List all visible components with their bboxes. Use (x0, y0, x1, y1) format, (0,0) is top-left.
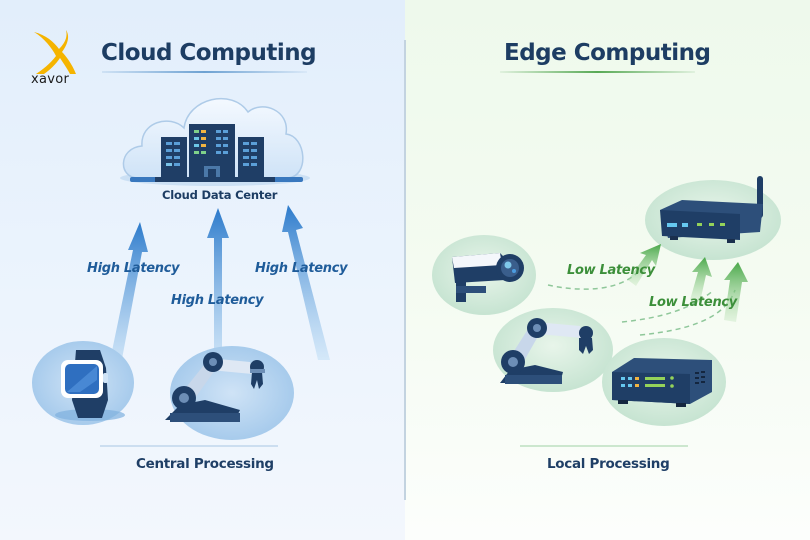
low-latency-label-1: Low Latency (567, 263, 655, 278)
low-latency-arrow-3 (724, 262, 748, 322)
logo-text: xavor (31, 72, 70, 87)
upload-arrow-left (107, 222, 148, 375)
robotic-arm-icon-cloud (165, 346, 294, 440)
low-latency-label-2: Low Latency (649, 295, 737, 310)
xavor-logo-icon (34, 30, 76, 74)
edge-computing-title: Edge Computing (504, 40, 711, 66)
cloud-data-center-label: Cloud Data Center (162, 188, 278, 202)
edge-title-underline (500, 71, 695, 73)
cloud-computing-panel (0, 0, 405, 540)
central-processing-caption: Central Processing (136, 456, 274, 472)
low-latency-arrow-2 (690, 257, 712, 302)
edge-router-icon (645, 176, 781, 260)
high-latency-label-middle: High Latency (171, 293, 264, 308)
local-processing-caption: Local Processing (547, 456, 670, 472)
cloud-computing-title: Cloud Computing (101, 40, 317, 66)
cloud-title-underline (102, 71, 307, 73)
high-latency-label-right: High Latency (255, 261, 348, 276)
low-latency-path-arm (621, 289, 715, 323)
smartwatch-icon (32, 341, 134, 425)
robotic-arm-icon-edge (493, 308, 613, 392)
edge-server-icon (602, 338, 726, 426)
data-center-building-icon (130, 124, 303, 182)
panel-divider (404, 40, 406, 500)
security-camera-icon (432, 235, 536, 315)
upload-arrow-middle (207, 208, 229, 375)
upload-arrow-right (282, 205, 330, 360)
low-latency-arrow-1 (628, 244, 661, 286)
low-latency-path-camera (547, 269, 641, 290)
high-latency-label-left: High Latency (87, 261, 180, 276)
